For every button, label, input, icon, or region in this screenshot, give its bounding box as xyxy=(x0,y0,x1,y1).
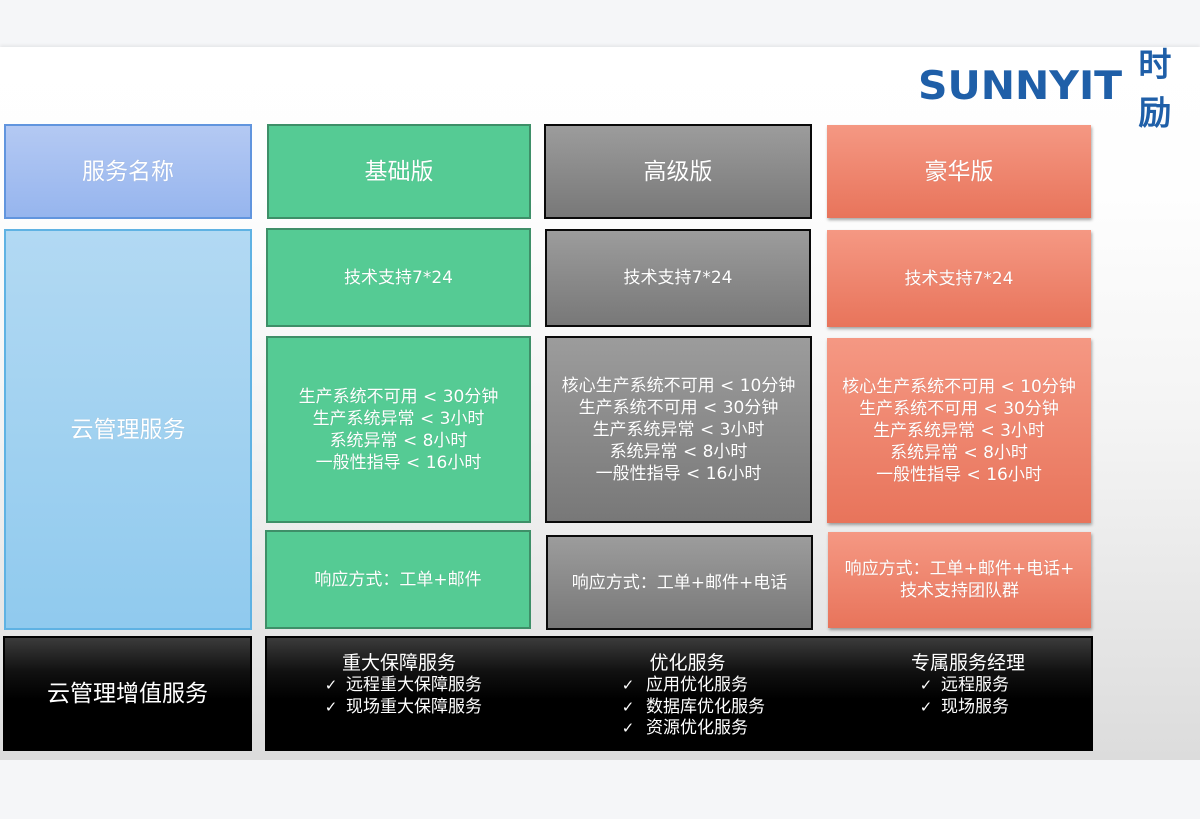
check-icon: ✓ xyxy=(621,719,635,737)
bottom-bar xyxy=(0,760,1200,819)
sla-line: 一般性指导 < 16小时 xyxy=(595,463,762,484)
response-basic: 响应方式：工单+邮件 xyxy=(265,530,531,629)
header-service-name: 服务名称 xyxy=(4,124,252,219)
sla-line: 一般性指导 < 16小时 xyxy=(876,464,1042,485)
cloud-mgmt-label: 云管理服务 xyxy=(70,416,186,443)
vas-item: ✓ 远程服务 xyxy=(911,675,1025,697)
vas-item-text: 应用优化服务 xyxy=(646,675,748,695)
response-advanced-text: 响应方式：工单+邮件+电话 xyxy=(571,572,788,593)
sla-advanced: 核心生产系统不可用 < 10分钟 生产系统不可用 < 30分钟 生产系统异常 <… xyxy=(545,336,812,523)
vas-item-text: 远程重大保障服务 xyxy=(346,675,482,695)
sla-line: 生产系统不可用 < 30分钟 xyxy=(859,398,1059,419)
vas-item-text: 数据库优化服务 xyxy=(646,696,765,717)
response-basic-text: 响应方式：工单+邮件 xyxy=(314,569,482,590)
response-premium-lines: 响应方式：工单+邮件+电话+ 技术支持团队群 xyxy=(845,558,1075,602)
logo-brand-en: SUNNYIT xyxy=(918,63,1123,109)
vas-item: ✓ 应用优化服务 xyxy=(610,675,765,697)
vas-item: ✓ 资源优化服务 xyxy=(610,718,765,740)
header-service-name-label: 服务名称 xyxy=(82,158,174,185)
sla-line: 生产系统异常 < 3小时 xyxy=(312,408,485,429)
vas-item: ✓ 现场重大保障服务 xyxy=(316,697,482,719)
vas-group-title: 优化服务 xyxy=(649,652,726,674)
sla-basic: 生产系统不可用 < 30分钟 生产系统异常 < 3小时 系统异常 < 8小时 一… xyxy=(266,336,531,523)
header-tier-premium: 豪华版 xyxy=(827,125,1091,218)
vas-group-major-assurance: 重大保障服务 ✓ 远程重大保障服务 ✓ 现场重大保障服务 xyxy=(316,652,482,718)
vas-group-title: 重大保障服务 xyxy=(341,652,456,674)
header-tier-advanced: 高级版 xyxy=(544,124,812,219)
support-basic: 技术支持7*24 xyxy=(266,228,531,327)
check-icon: ✓ xyxy=(919,697,933,716)
response-line: 技术支持团队群 xyxy=(899,581,1019,601)
vas-group-dedicated-manager: 专属服务经理 ✓ 远程服务 ✓ 现场服务 xyxy=(911,652,1025,718)
sla-premium-lines: 核心生产系统不可用 < 10分钟 生产系统不可用 < 30分钟 生产系统异常 <… xyxy=(842,376,1076,486)
check-icon: ✓ xyxy=(919,676,933,694)
check-icon: ✓ xyxy=(324,697,338,716)
check-icon: ✓ xyxy=(324,676,338,694)
sla-line: 系统异常 < 8小时 xyxy=(329,430,468,451)
support-basic-text: 技术支持7*24 xyxy=(344,267,453,288)
sla-basic-lines: 生产系统不可用 < 30分钟 生产系统异常 < 3小时 系统异常 < 8小时 一… xyxy=(299,386,499,474)
sla-line: 生产系统异常 < 3小时 xyxy=(873,420,1045,441)
sla-line: 核心生产系统不可用 < 10分钟 xyxy=(842,376,1076,397)
sla-line: 生产系统不可用 < 30分钟 xyxy=(578,397,779,418)
top-bar xyxy=(0,0,1200,46)
sla-advanced-lines: 核心生产系统不可用 < 10分钟 生产系统不可用 < 30分钟 生产系统异常 <… xyxy=(562,375,796,485)
cloud-mgmt-label-cell: 云管理服务 xyxy=(4,229,252,630)
header-tier-basic: 基础版 xyxy=(267,124,531,219)
vas-item-text: 现场重大保障服务 xyxy=(346,696,482,717)
tier-basic-label: 基础版 xyxy=(364,158,434,185)
sla-line: 系统异常 < 8小时 xyxy=(890,442,1028,463)
sla-line: 生产系统不可用 < 30分钟 xyxy=(298,386,499,407)
response-line: 响应方式：工单+邮件+电话+ xyxy=(844,559,1075,579)
value-added-label-cell: 云管理增值服务 xyxy=(3,636,252,751)
value-added-content: 重大保障服务 ✓ 远程重大保障服务 ✓ 现场重大保障服务 优化服务 ✓ 应用优化服务 … xyxy=(265,636,1093,751)
check-icon: ✓ xyxy=(621,697,635,716)
company-logo: SUNNYIT 时励 xyxy=(918,45,1200,132)
support-advanced: 技术支持7*24 xyxy=(545,229,811,327)
vas-group-optimization: 优化服务 ✓ 应用优化服务 ✓ 数据库优化服务 ✓ 资源优化服务 xyxy=(610,652,765,740)
response-premium: 响应方式：工单+邮件+电话+ 技术支持团队群 xyxy=(828,532,1091,628)
sla-premium: 核心生产系统不可用 < 10分钟 生产系统不可用 < 30分钟 生产系统异常 <… xyxy=(827,338,1091,523)
support-advanced-text: 技术支持7*24 xyxy=(623,268,733,288)
vas-item-text: 远程服务 xyxy=(941,675,1009,695)
vas-item: ✓ 数据库优化服务 xyxy=(610,697,765,719)
support-premium-text: 技术支持7*24 xyxy=(904,268,1014,289)
vas-item-text: 资源优化服务 xyxy=(646,718,748,738)
sla-line: 核心生产系统不可用 < 10分钟 xyxy=(561,375,796,396)
logo-brand-cn: 时励 xyxy=(1138,45,1172,132)
response-advanced: 响应方式：工单+邮件+电话 xyxy=(546,535,813,630)
support-premium: 技术支持7*24 xyxy=(827,230,1091,327)
tier-premium-label: 豪华版 xyxy=(924,158,994,185)
vas-group-title: 专属服务经理 xyxy=(911,652,1026,674)
value-added-label: 云管理增值服务 xyxy=(47,680,208,707)
vas-item: ✓ 现场服务 xyxy=(911,697,1025,719)
sla-line: 系统异常 < 8小时 xyxy=(609,441,748,462)
check-icon: ✓ xyxy=(621,676,635,694)
sla-line: 生产系统异常 < 3小时 xyxy=(592,419,765,440)
vas-item-text: 现场服务 xyxy=(941,696,1009,717)
sla-line: 一般性指导 < 16小时 xyxy=(315,452,482,473)
tier-advanced-label: 高级版 xyxy=(643,158,713,185)
vas-item: ✓ 远程重大保障服务 xyxy=(316,675,482,697)
